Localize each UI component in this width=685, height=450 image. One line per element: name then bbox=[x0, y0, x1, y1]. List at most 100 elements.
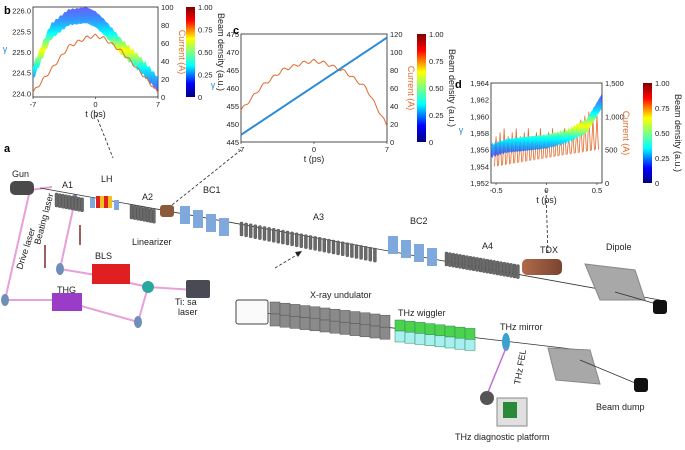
accelerator-disc bbox=[345, 242, 349, 257]
connector-b bbox=[93, 109, 114, 159]
chart-b-ytick-label: 226.0 bbox=[12, 7, 31, 16]
gun bbox=[10, 181, 34, 195]
a4-label: A4 bbox=[482, 241, 493, 251]
chart-c-cbtick-label: 0.50 bbox=[429, 84, 444, 93]
accelerator-disc bbox=[327, 238, 331, 254]
chart-b-cbtick-label: 1.00 bbox=[198, 3, 213, 12]
accelerator-disc bbox=[359, 245, 363, 260]
laser-system: BLS THG Ti: sa laser Drive laser Beating… bbox=[1, 186, 210, 328]
chart-b-density-band bbox=[33, 7, 158, 94]
accelerator-disc bbox=[290, 231, 294, 247]
chart-b-xlabel: t (ps) bbox=[85, 109, 106, 119]
chart-c-y2tick-label: 80 bbox=[390, 66, 398, 75]
accelerator-disc bbox=[475, 257, 479, 272]
bc2 bbox=[388, 236, 437, 266]
chart-c-ytick-label: 465 bbox=[226, 66, 239, 75]
chart-d-cbtick-label: 1.00 bbox=[655, 79, 670, 88]
undulator-cell bbox=[279, 314, 291, 328]
chart-b-colorbar bbox=[186, 7, 195, 97]
chart-b-xtick-label: -7 bbox=[30, 100, 37, 109]
accelerator-disc bbox=[350, 243, 354, 258]
bc2-label: BC2 bbox=[410, 216, 428, 226]
chart-d-y2tick-label: 1,500 bbox=[605, 79, 624, 88]
accelerator-disc bbox=[364, 246, 368, 261]
panel-label-b: b bbox=[4, 5, 11, 17]
undulator-cell bbox=[359, 312, 371, 326]
mirror-3 bbox=[134, 316, 142, 328]
wiggler-cell bbox=[424, 334, 436, 346]
accelerator-disc bbox=[239, 221, 244, 237]
accelerator-disc bbox=[304, 234, 308, 249]
chart-d-xtick-label: 0.5 bbox=[592, 186, 602, 195]
thg-beam bbox=[5, 285, 196, 324]
chart-d-current-spike bbox=[534, 132, 539, 160]
chart-c-y2label: Current (A) bbox=[406, 66, 416, 111]
undulator-cell bbox=[309, 306, 321, 320]
dipole-magnet bbox=[584, 263, 646, 301]
accelerator-disc bbox=[64, 194, 68, 210]
wiggler-cell bbox=[394, 319, 406, 332]
bls-label: BLS bbox=[95, 251, 112, 261]
accelerator-disc bbox=[132, 205, 137, 220]
chart-c-ytick-label: 460 bbox=[226, 84, 239, 93]
accelerator-disc bbox=[70, 195, 75, 211]
wiggler-cell bbox=[404, 320, 416, 333]
accelerator-disc bbox=[73, 196, 78, 211]
wiggler-cell bbox=[424, 323, 436, 335]
chart-c-frame bbox=[240, 33, 388, 143]
wiggler-cell bbox=[414, 333, 426, 345]
accelerator-disc bbox=[129, 204, 134, 220]
chart-c-cbtick-label: 0.25 bbox=[429, 111, 444, 120]
chart-d-y2tick-label: 500 bbox=[605, 146, 618, 155]
chart-d-xtick-label: 0 bbox=[544, 186, 548, 195]
drive-laser-label: Drive laser bbox=[14, 227, 37, 271]
xray-undulator bbox=[269, 301, 391, 340]
chart-d-ytick-label: 1,952 bbox=[470, 179, 489, 188]
chart-c-xtick-label: 7 bbox=[385, 145, 389, 154]
chart-b-ytick-label: 224.5 bbox=[12, 69, 31, 78]
accelerator-disc bbox=[495, 260, 500, 276]
beamline: Gun A1 LH A2 Linearizer BC1 A3 bbox=[10, 169, 667, 314]
tisa-label-1: Ti: sa bbox=[175, 297, 197, 307]
chart-d-current-spike bbox=[522, 132, 527, 162]
accelerator-disc bbox=[281, 229, 285, 245]
undulator-cell bbox=[319, 319, 331, 333]
wiggler-cell bbox=[414, 322, 426, 334]
wiggler-cell bbox=[394, 330, 406, 343]
tdx bbox=[522, 259, 562, 275]
wiggler-cell bbox=[464, 328, 476, 340]
connector-xray-arrow bbox=[295, 251, 302, 257]
dump-upper bbox=[653, 300, 667, 314]
undulator-cell bbox=[299, 317, 311, 330]
chart-b-xtick-label: 0 bbox=[93, 100, 97, 109]
accelerator-disc bbox=[272, 228, 276, 243]
a2-label: A2 bbox=[142, 192, 153, 202]
accelerator-disc bbox=[509, 263, 513, 278]
dipole-lower bbox=[547, 347, 601, 385]
chart-c-cbtick-label: 0.75 bbox=[429, 57, 444, 66]
accelerator-disc bbox=[368, 246, 372, 262]
gun-label: Gun bbox=[12, 169, 29, 179]
accelerator-disc bbox=[458, 254, 462, 269]
connector-c bbox=[171, 149, 242, 206]
chart-d-ytick-label: 1,962 bbox=[470, 96, 489, 105]
accelerator-disc bbox=[54, 192, 59, 208]
tisa-label-2: laser bbox=[178, 307, 198, 317]
chart-c-y2tick-label: 20 bbox=[390, 120, 398, 129]
beating-laser-beam bbox=[59, 199, 76, 270]
thz-mirror bbox=[502, 333, 510, 351]
chart-c-cbtick-label: 1.00 bbox=[429, 30, 444, 39]
chart-c-ytick-label: 470 bbox=[226, 48, 239, 57]
thz-diag-label: THz diagnostic platform bbox=[455, 432, 550, 442]
chart-b-y2tick-label: 40 bbox=[161, 57, 169, 66]
accelerator-disc bbox=[461, 254, 466, 270]
panel-label-c: c bbox=[233, 25, 239, 37]
thz-wiggler bbox=[394, 319, 476, 351]
undulator-cell bbox=[299, 305, 311, 318]
chart-b-cbtick-label: 0 bbox=[198, 93, 202, 102]
accelerator-a2 bbox=[129, 204, 156, 224]
accelerator-disc bbox=[262, 226, 267, 241]
wiggler-cell bbox=[464, 339, 476, 351]
undulator-cell bbox=[269, 301, 281, 315]
